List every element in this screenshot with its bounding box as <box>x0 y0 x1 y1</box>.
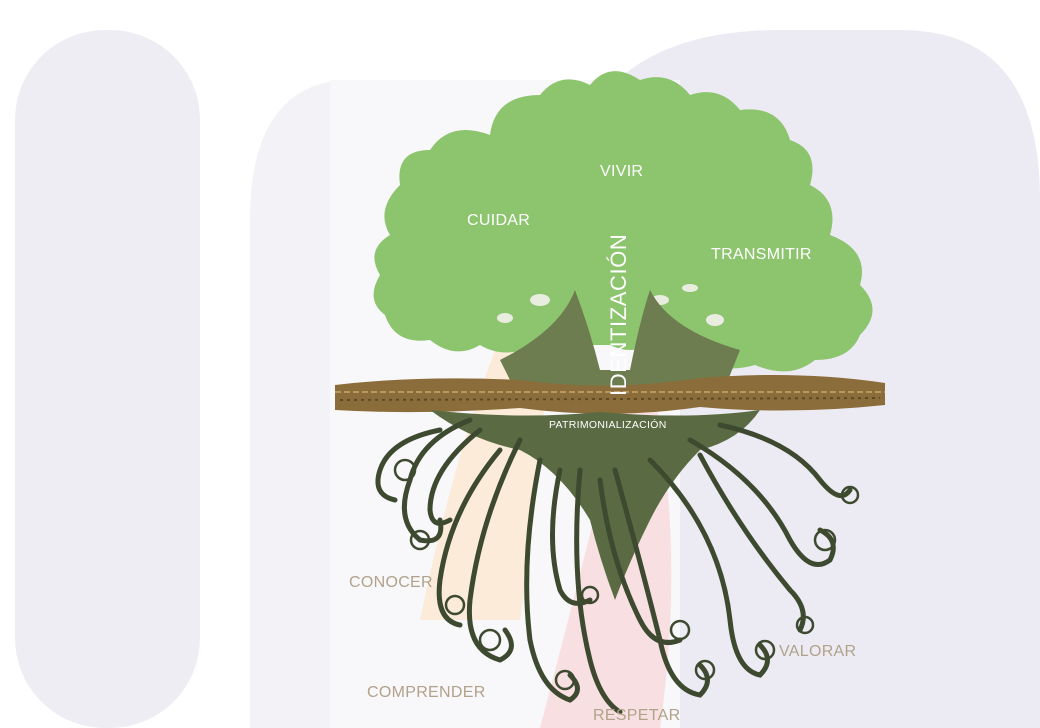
label-transmitir: TRANSMITIR <box>711 246 812 264</box>
label-identizacion: IDENTIZACIÓN <box>606 234 632 396</box>
label-valorar: VALORAR <box>779 643 856 661</box>
label-patrimonializacion: PATRIMONIALIZACIÓN <box>549 419 667 431</box>
label-respetar: RESPETAR <box>593 707 680 725</box>
label-comprender: COMPRENDER <box>367 684 486 702</box>
label-cuidar: CUIDAR <box>467 212 530 230</box>
label-conocer: CONOCER <box>349 574 433 592</box>
label-vivir: VIVIR <box>600 163 643 181</box>
